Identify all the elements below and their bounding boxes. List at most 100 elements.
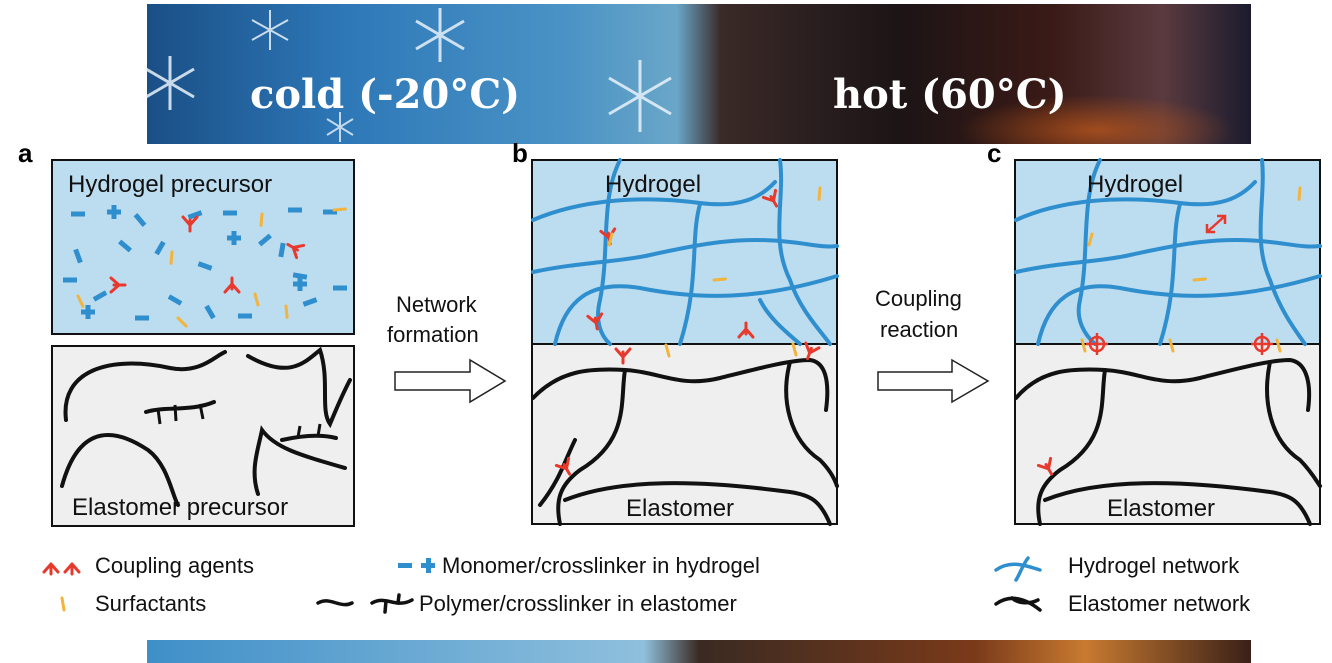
coupling-agent-stroke <box>554 456 571 476</box>
coupled-bond-icon <box>1086 333 1108 355</box>
arrow-label-line2: formation <box>387 322 479 347</box>
monomer <box>323 209 337 215</box>
coupling-agent <box>614 347 632 365</box>
legend-monomer: Monomer/crosslinker in hydrogel <box>442 553 760 578</box>
surfactant <box>817 186 822 201</box>
crosslinker-ticks <box>156 403 322 438</box>
coupling-agent-stroke <box>1036 456 1053 476</box>
hydrogel-title: Hydrogel <box>1087 171 1183 198</box>
surfactant <box>791 342 798 357</box>
monomer <box>292 272 308 280</box>
monomer <box>73 248 83 264</box>
precursor-particles <box>63 205 347 469</box>
coupling-agent-stroke <box>223 276 241 294</box>
legend-polymer: Polymer/crosslinker in elastomer <box>419 591 737 616</box>
monomer <box>187 210 203 220</box>
coupling-agent-stroke <box>804 341 821 361</box>
coupling-agent <box>737 321 755 339</box>
surfactant <box>284 304 289 319</box>
coupling-agent <box>554 456 571 476</box>
elastomer-network <box>531 357 839 526</box>
elastomer-precursor-title: Elastomer precursor <box>72 494 288 521</box>
monomer <box>63 277 77 283</box>
polymer-chain <box>246 346 352 429</box>
crosslinker <box>293 277 307 291</box>
banner-hot-glow <box>700 4 1251 144</box>
legend-surfactants: Surfactants <box>95 591 206 616</box>
surfactant <box>664 343 671 358</box>
legend: Coupling agents Surfactants Monomer/cros… <box>42 553 1251 616</box>
panel-letter-b: b <box>512 138 528 168</box>
monomer <box>71 211 85 217</box>
coupling-agent-stroke <box>286 243 306 260</box>
surfactant <box>712 277 727 282</box>
hydrogel-box <box>531 159 838 345</box>
surfactant <box>1275 338 1282 353</box>
hot-label: hot (60°C) <box>833 71 1067 118</box>
surfactant <box>1297 186 1302 201</box>
coupled-bond-icon <box>1205 214 1227 234</box>
monomer <box>135 315 149 321</box>
coupling-agent <box>586 312 604 331</box>
surfactant <box>253 292 260 307</box>
coupling-agent-stroke <box>761 188 778 208</box>
monomer <box>278 242 286 258</box>
coupling-agent-stroke <box>614 347 632 365</box>
coupling-agent <box>761 188 778 208</box>
hydrogel-network <box>531 158 839 346</box>
elastomer-title: Elastomer <box>1107 495 1215 522</box>
monomer <box>223 210 237 216</box>
coupling-agent <box>109 276 127 294</box>
surfactant <box>1192 277 1207 282</box>
monomer <box>92 290 108 302</box>
bottom-texture-strip <box>147 640 1251 663</box>
polymer-icon <box>316 593 414 614</box>
snowflake-icon <box>608 60 672 132</box>
coupling-agent-stroke <box>586 312 604 331</box>
monomer-icon <box>398 558 435 573</box>
monomer <box>204 304 216 320</box>
panel-a: Hydrogel precursor Elastomer precursor <box>51 159 355 527</box>
legend-elastomer-network: Elastomer network <box>1068 591 1251 616</box>
elastomer-polymer-chains <box>60 346 352 507</box>
polymer-chain <box>144 400 216 414</box>
hydrogel-network <box>1014 158 1322 346</box>
legend-hydrogel-network: Hydrogel network <box>1068 553 1240 578</box>
monomer <box>238 313 252 319</box>
elastomer-title: Elastomer <box>626 495 734 522</box>
panel-c: Hydrogel Elastomer <box>1014 158 1322 526</box>
monomer <box>133 213 147 227</box>
coupling-agent <box>1036 456 1053 476</box>
elastomer-network-icon <box>994 596 1042 612</box>
coupling-agent <box>181 215 199 233</box>
polymer-chain <box>252 425 347 496</box>
monomer <box>197 261 213 271</box>
arrow-label-line1: Network <box>396 292 478 317</box>
legend-coupling-agents: Coupling agents <box>95 553 254 578</box>
surfactant <box>1080 338 1087 353</box>
crosslinker <box>227 231 241 245</box>
arrow-label-line2: reaction <box>880 317 958 342</box>
coupling-agent-stroke <box>181 215 199 233</box>
snowflake-icon <box>145 56 195 110</box>
monomer <box>258 233 272 247</box>
surfactant <box>1087 232 1094 247</box>
snowflake-icon <box>326 112 354 142</box>
surfactant <box>332 207 347 212</box>
polymer-chain <box>63 350 227 422</box>
hydrogel-network-icon <box>994 556 1042 582</box>
network-formation-arrow: Network formation <box>387 292 507 404</box>
coupling-agent-stroke <box>109 276 127 294</box>
polymer-chain <box>280 433 338 442</box>
hydrogel-precursor-title: Hydrogel precursor <box>68 171 272 198</box>
cold-label: cold (-20°C) <box>250 71 520 118</box>
panel-b: Hydrogel Elastomer <box>531 158 839 526</box>
surfactant <box>1168 338 1175 353</box>
panel-letter-a: a <box>18 138 33 168</box>
arrow-label-line1: Coupling <box>875 286 962 311</box>
coupling-agent <box>804 341 821 361</box>
monomer <box>302 297 318 307</box>
panel-letter-c: c <box>987 138 1001 168</box>
monomer <box>288 207 302 213</box>
